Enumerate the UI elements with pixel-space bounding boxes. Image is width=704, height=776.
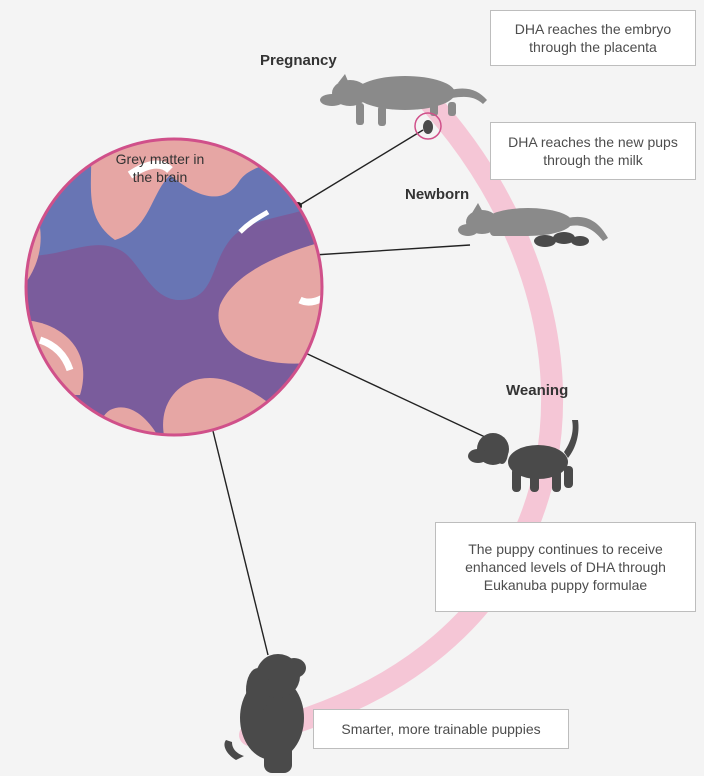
brain-label: Grey matter in the brain: [112, 150, 208, 186]
nursing-dog-icon: [458, 203, 608, 247]
callout-result: Smarter, more trainable puppies: [313, 709, 569, 749]
connector-result: [212, 427, 268, 655]
connector-newborn: [314, 245, 470, 255]
embryo-icon: [423, 120, 433, 134]
weaned-puppy-icon: [468, 420, 579, 492]
stage-label-newborn: Newborn: [405, 186, 469, 203]
callout-formula: The puppy continues to receive enhanced …: [435, 522, 696, 612]
growth-arc: [250, 100, 552, 735]
connector-weaning: [299, 350, 485, 437]
stage-label-weaning: Weaning: [506, 382, 568, 399]
callout-embryo: DHA reaches the embryo through the place…: [490, 10, 696, 66]
pregnant-dog-icon: [320, 74, 487, 126]
callout-milk: DHA reaches the new pups through the mil…: [490, 122, 696, 180]
stage-label-pregnancy: Pregnancy: [260, 52, 337, 69]
sitting-puppy-icon: [224, 654, 306, 773]
